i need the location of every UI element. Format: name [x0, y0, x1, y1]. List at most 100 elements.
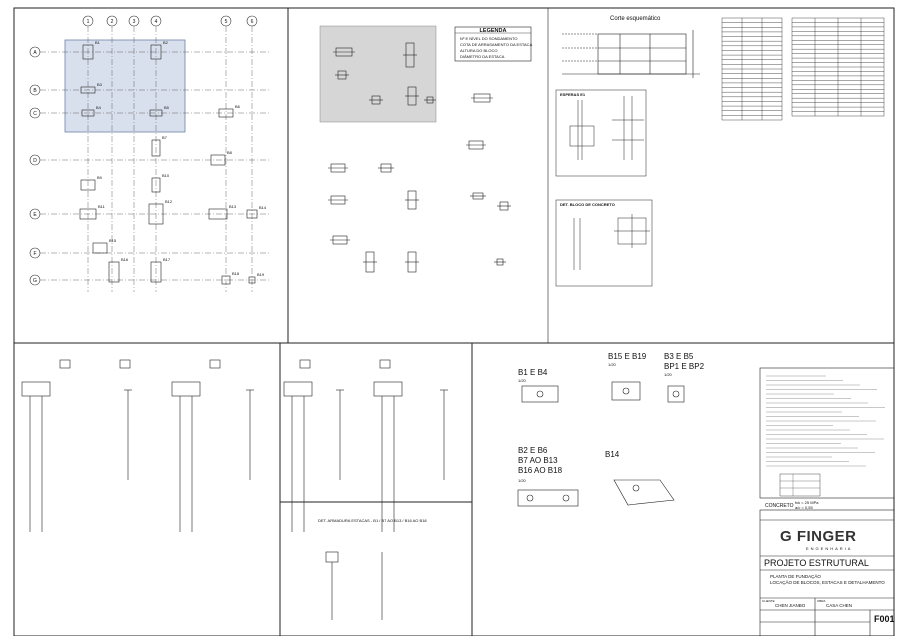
- concrete-label: CONCRETO: [765, 503, 794, 509]
- grid-bubble: [29, 208, 41, 220]
- pile-cap: [325, 551, 339, 563]
- block-plan: [521, 385, 559, 403]
- grid-bubble: [29, 107, 41, 119]
- notes-area: [759, 367, 895, 499]
- pile-block: [246, 209, 258, 219]
- pile-block: [210, 154, 226, 166]
- pile-circle: [672, 390, 680, 398]
- pile-block-label: B2: [163, 40, 169, 45]
- grid-bubble: [29, 84, 41, 96]
- concrete-block-detail: [555, 199, 653, 287]
- pile-block-label: B1: [95, 40, 101, 45]
- client-name: CHEN JIANBO: [775, 603, 806, 608]
- concrete-value: a/c = 0,55: [795, 505, 813, 510]
- company-logo-sub: ENGENHARIA: [806, 546, 853, 551]
- grid-bubble: [29, 154, 41, 166]
- grid-bubble: [246, 15, 258, 27]
- pile-block: [80, 86, 96, 94]
- pile-circle: [562, 494, 570, 502]
- pile-block-label: B14: [259, 205, 267, 210]
- concrete-value: fck = 25 MPa: [795, 500, 819, 505]
- pile-circle: [536, 390, 544, 398]
- grid-column-label: 5: [225, 19, 228, 25]
- pile-circle: [632, 484, 640, 492]
- block-label: B1 E B4: [518, 368, 548, 377]
- block-label: B2 E B6: [518, 446, 548, 455]
- pile-block: [149, 109, 163, 117]
- legend-item: ALTURA DO BLOCO: [460, 48, 498, 53]
- legend-title: LEGENDA: [479, 28, 507, 34]
- pile-block: [81, 109, 95, 117]
- grid-bubble: [128, 15, 140, 27]
- pile-block-label: B17: [163, 257, 171, 262]
- pile-block-label: B3: [97, 82, 103, 87]
- section-cut: [562, 30, 700, 78]
- legend-item: COTA DE ARRASAMENTO DA ESTACA: [460, 42, 533, 47]
- pile-block-label: B6: [235, 104, 241, 109]
- pile-block-label: B7: [162, 135, 168, 140]
- concrete-detail-title: DET. BLOCO DE CONCRETO: [560, 202, 615, 207]
- block-label: B14: [605, 450, 620, 459]
- pile-block-label: B5: [164, 105, 170, 110]
- pile-cap: [373, 381, 403, 397]
- pile-block-label: B4: [96, 105, 102, 110]
- pile-block-label: B10: [162, 173, 170, 178]
- sheet-number: F001: [874, 614, 895, 624]
- grid-row-label: D: [33, 158, 37, 164]
- sheet-description: PLANTA DE FUNDAÇÃO: [770, 574, 821, 579]
- grid-bubble: [29, 247, 41, 259]
- grid-bubble: [29, 274, 41, 286]
- pile-block-label: B12: [165, 199, 173, 204]
- piles-tables: [721, 17, 885, 121]
- grid-row-label: C: [33, 111, 37, 117]
- pile-block: [221, 275, 231, 285]
- pile-block: [79, 208, 97, 220]
- grid-column-label: 2: [111, 19, 114, 25]
- pile-block: [148, 203, 164, 225]
- grid-row-label: G: [33, 278, 37, 284]
- pile-elevations: [21, 359, 448, 620]
- pile-block-label: B15: [109, 238, 117, 243]
- legend-item: DIÂMETRO DA ESTACA: [460, 54, 505, 59]
- grid-bubble: [106, 15, 118, 27]
- pile-block-label: B13: [229, 204, 237, 209]
- pile-circle: [622, 387, 630, 395]
- pile-block: [80, 179, 96, 191]
- grid-row-label: A: [33, 50, 37, 56]
- pile-block: [150, 44, 162, 60]
- block-label: BP1 E BP2: [664, 362, 705, 371]
- pile-block: [108, 261, 120, 283]
- client-caption: CLIENTE: [762, 599, 775, 603]
- grid-column-label: 6: [251, 19, 254, 25]
- block-details: [517, 381, 685, 507]
- sheet-description: LOCAÇÃO DE BLOCOS, ESTACAS E DETALHAMENT…: [770, 580, 885, 585]
- pile-block-label: B11: [98, 204, 106, 209]
- title-block: [759, 509, 895, 636]
- block-scale: 1/20: [518, 478, 526, 483]
- pile-cap: [171, 381, 201, 397]
- project-type: PROJETO ESTRUTURAL: [764, 558, 869, 568]
- pile-block: [92, 242, 108, 254]
- pile-cap: [283, 381, 313, 397]
- pile-block-label: B19: [257, 272, 265, 277]
- legend-item: Nº E NÍVEL DO SONDAMENTO: [460, 36, 518, 41]
- pile-circle: [526, 494, 534, 502]
- small-section: [209, 359, 221, 369]
- pile-block: [150, 261, 162, 283]
- small-section: [59, 359, 71, 369]
- esperas-detail: [555, 89, 647, 177]
- block-plan: [667, 385, 685, 403]
- block-plan: [611, 381, 641, 401]
- pile-block: [248, 276, 256, 284]
- block-scale: 1/20: [608, 362, 616, 367]
- work-name: CASA CHEN: [826, 603, 853, 608]
- grid-row-label: F: [33, 251, 36, 257]
- grid-row-label: B: [33, 88, 37, 94]
- pile-block: [218, 108, 234, 118]
- section-title: Corte esquemático: [610, 16, 661, 22]
- grid-bubble: [150, 15, 162, 27]
- grid-bubble: [220, 15, 232, 27]
- block-label: B15 E B19: [608, 352, 647, 361]
